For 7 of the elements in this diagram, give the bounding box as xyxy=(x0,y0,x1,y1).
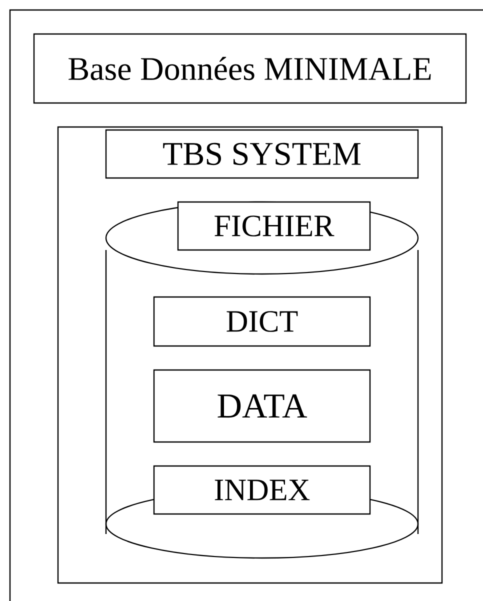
frame-box xyxy=(57,126,443,584)
text-box: TBS SYSTEM xyxy=(105,129,419,179)
text-box: INDEX xyxy=(153,465,371,515)
text-box: DICT xyxy=(153,296,371,347)
text-box: Base Données MINIMALE xyxy=(33,33,467,104)
text-box: DATA xyxy=(153,369,371,443)
text-box: FICHIER xyxy=(177,201,371,251)
